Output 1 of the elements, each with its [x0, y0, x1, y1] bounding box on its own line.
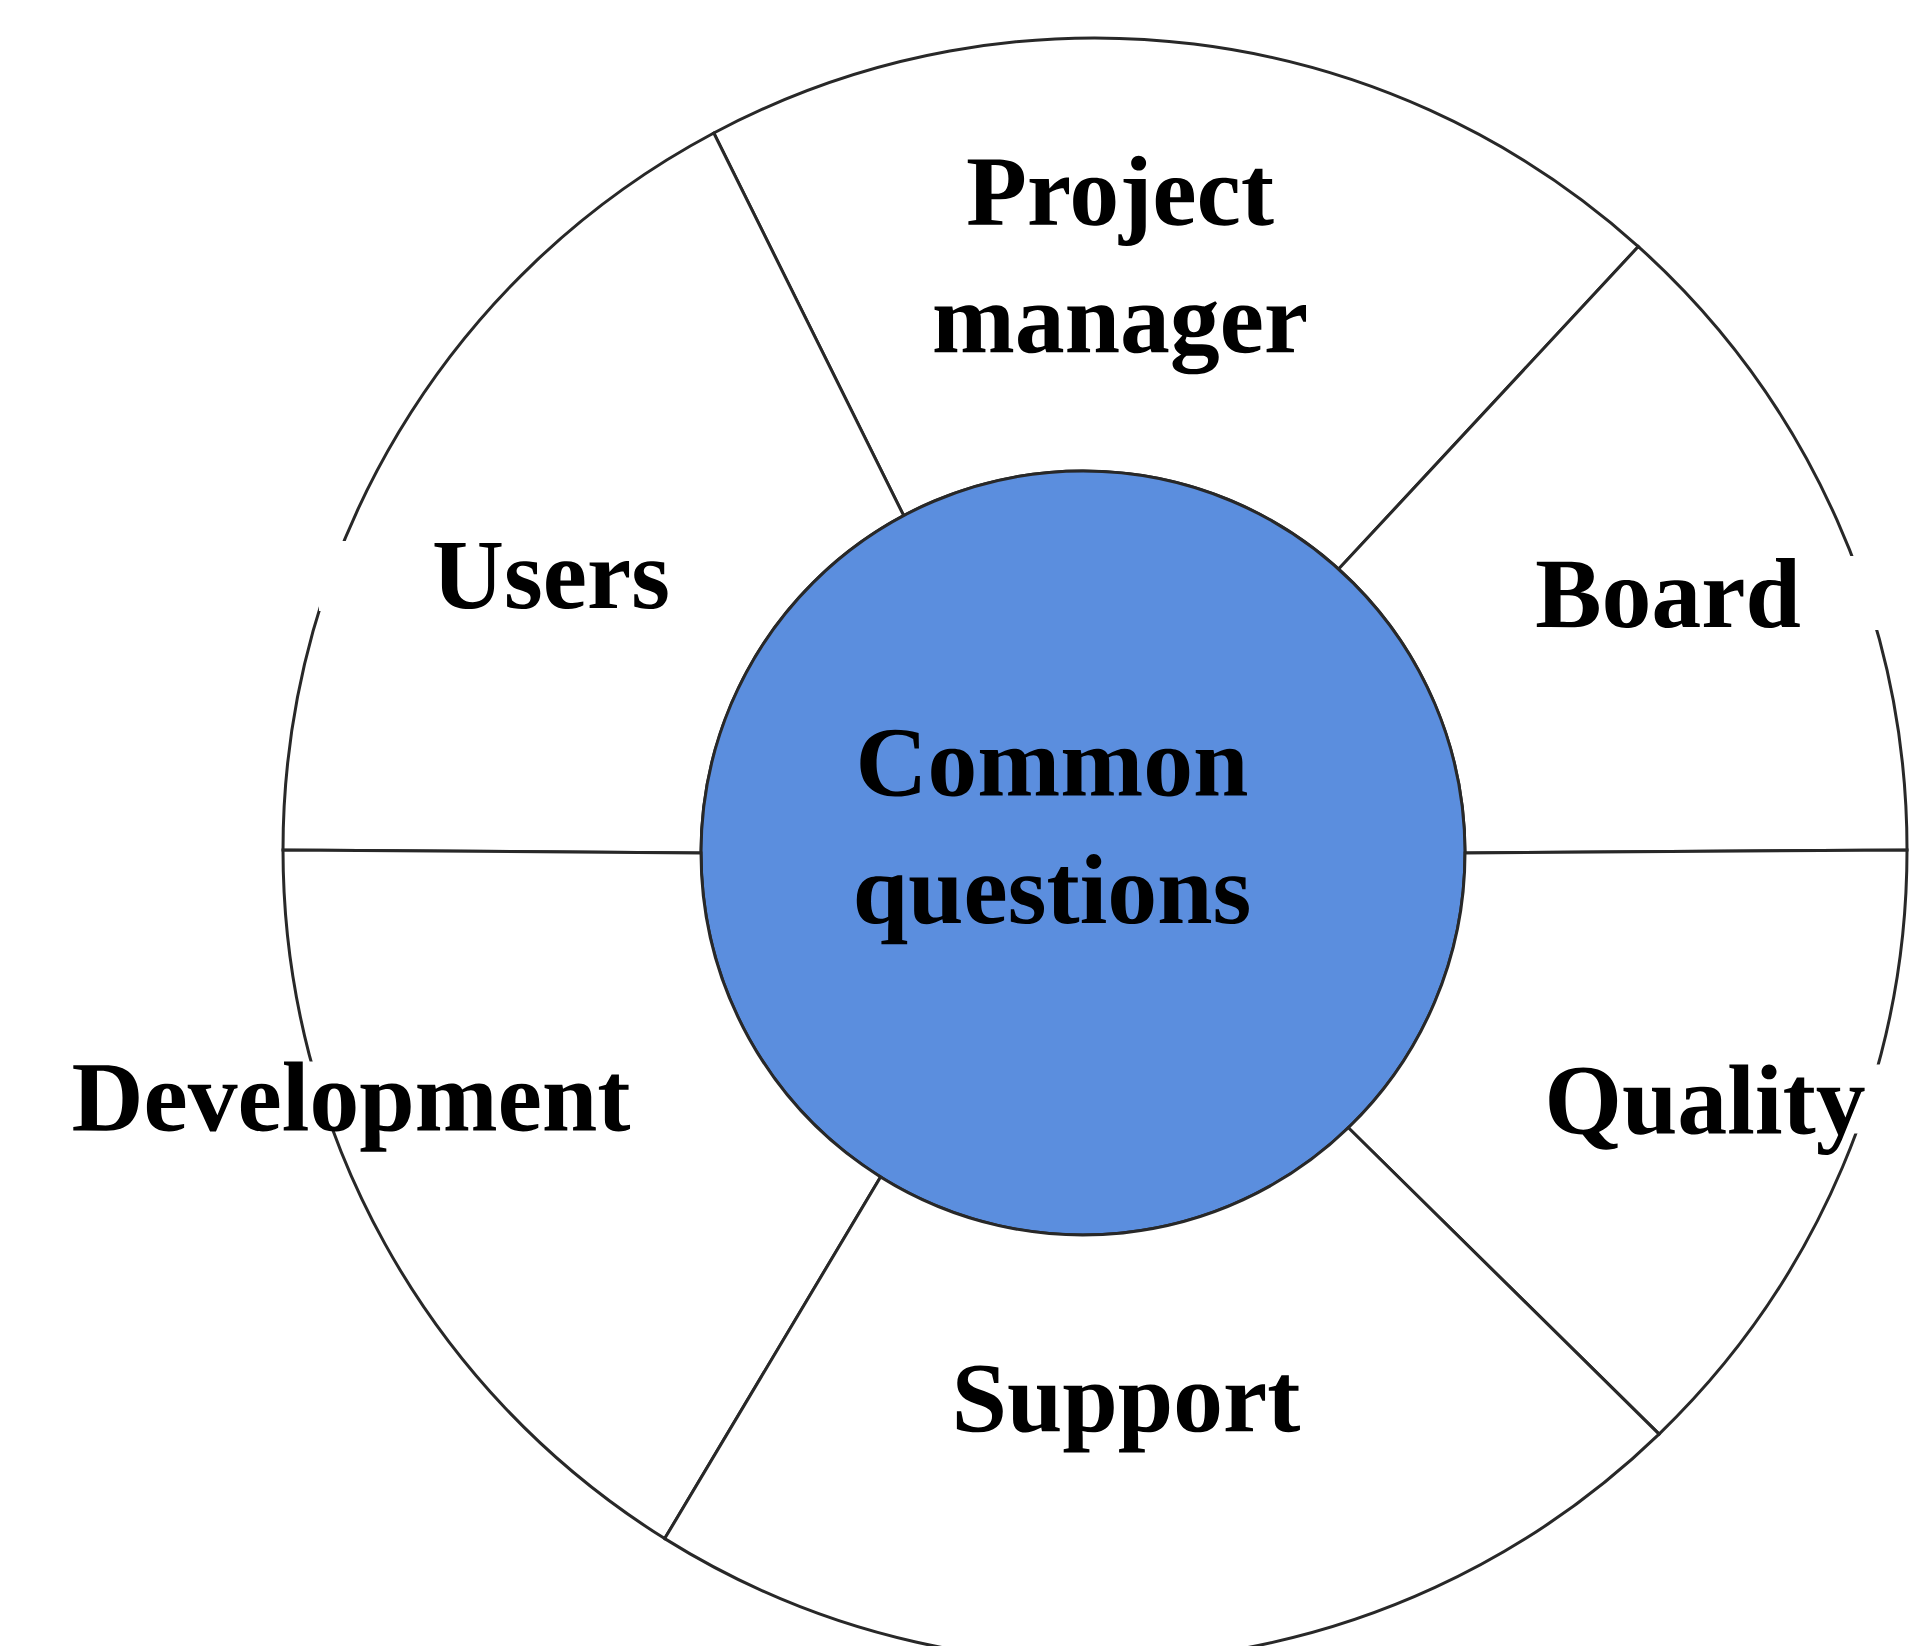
node-label: Support [956, 1365, 1300, 1453]
